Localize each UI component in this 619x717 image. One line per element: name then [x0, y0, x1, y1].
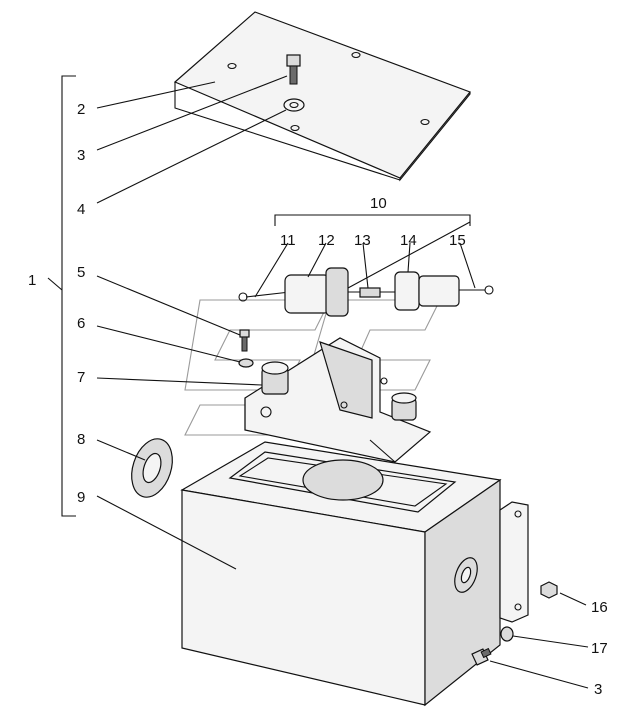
housing-box: [180, 441, 502, 707]
nut: [540, 581, 558, 599]
callout-13: 13: [354, 232, 371, 249]
callout-15: 15: [449, 232, 466, 249]
callout-labels: 1 2 3 4 5 6 7 8 9 10 11 12 13 14 15 16 1…: [28, 101, 608, 698]
group-bracket-10: [274, 214, 471, 226]
leader-lines: [47, 75, 589, 689]
small-bolt: [239, 329, 250, 352]
callout-8: 8: [77, 431, 85, 448]
callout-10: 10: [370, 195, 387, 212]
callout-9: 9: [77, 489, 85, 506]
callout-14: 14: [400, 232, 417, 249]
callout-5: 5: [77, 264, 85, 281]
callout-17: 17: [591, 640, 608, 657]
mounting-bracket: [499, 501, 529, 623]
callout-1: 1: [28, 272, 36, 289]
washer: [283, 98, 305, 112]
washer-17: [500, 626, 514, 642]
callout-6: 6: [77, 315, 85, 332]
wire-assembly: [238, 221, 494, 317]
callout-3-lower: 3: [594, 681, 602, 698]
callout-7: 7: [77, 369, 85, 386]
callout-3: 3: [77, 147, 85, 164]
callout-12: 12: [318, 232, 335, 249]
group-bracket-1: [61, 75, 76, 517]
callout-16: 16: [591, 599, 608, 616]
cover-plate: [173, 11, 471, 182]
bolt-3-lower: [471, 647, 492, 666]
small-nut: [238, 358, 254, 368]
grommet: [131, 438, 173, 498]
relay: [244, 337, 432, 463]
bolt: [286, 54, 301, 85]
callout-11: 11: [280, 232, 296, 249]
callout-4: 4: [77, 201, 85, 218]
callout-2: 2: [77, 101, 85, 118]
